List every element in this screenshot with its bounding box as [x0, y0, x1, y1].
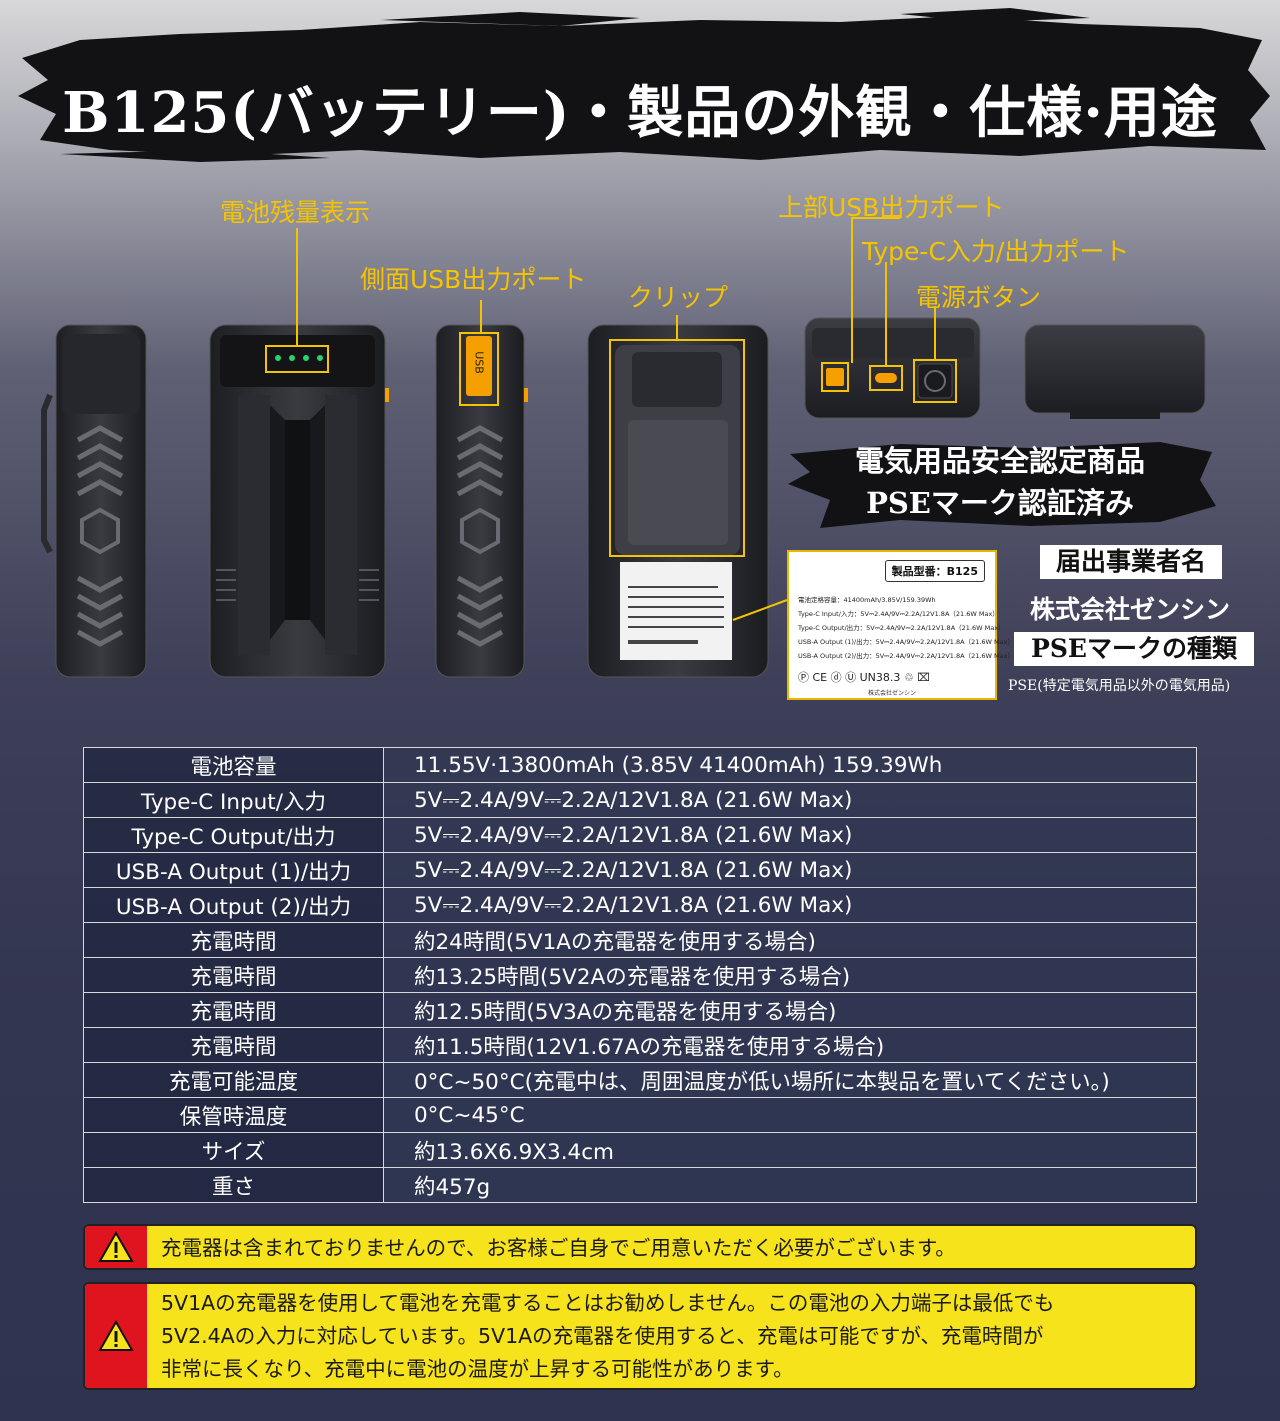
label-model-number: 製品型番：B125 [884, 560, 985, 582]
spec-key: 充電時間 [83, 957, 384, 993]
clip-highlight-box [609, 339, 745, 557]
battery-side-view-usb [435, 324, 528, 678]
pse-mark-type-detail: PSE(特定電気用品以外の電気用品) [1008, 678, 1231, 694]
led-highlight-box [265, 345, 329, 373]
warning-box-2: 5V1Aの充電器を使用して電池を充電することはお勧めしません。この電池の入力端子… [83, 1282, 1197, 1390]
spec-value: 約457g [383, 1167, 1197, 1203]
warning-icon-cell [85, 1284, 147, 1388]
spec-value: 5V⎓2.4A/9V⎓2.2A/12V1.8A (21.6W Max) [383, 817, 1197, 853]
callout-power-button: 電源ボタン [916, 283, 1042, 312]
spec-value: 約12.5時間(5V3Aの充電器を使用する場合) [383, 992, 1197, 1028]
spec-value: 5V⎓2.4A/9V⎓2.2A/12V1.8A (21.6W Max) [383, 782, 1197, 818]
spec-value: 約13.25時間(5V2Aの充電器を使用する場合) [383, 957, 1197, 993]
label-line: USB-A Output (2)/出力：5V⎓2.4A/9V⎓2.2A/12V1… [798, 652, 1014, 660]
spec-row: 充電時間約13.25時間(5V2Aの充電器を使用する場合) [83, 957, 1197, 993]
label-line: Type-C Output/出力：5V⎓2.4A/9V⎓2.2A/12V1.8A… [798, 624, 1005, 632]
spec-key: Type-C Output/出力 [83, 817, 384, 853]
spec-key: USB-A Output (2)/出力 [83, 887, 384, 923]
spec-value: 5V⎓2.4A/9V⎓2.2A/12V1.8A (21.6W Max) [383, 852, 1197, 888]
pse-brush-background [788, 442, 1216, 528]
spec-key: 電池容量 [83, 747, 384, 783]
battery-back-view [587, 324, 769, 678]
battery-top-view-ports [804, 317, 981, 419]
spec-key: 充電時間 [83, 1027, 384, 1063]
callout-clip: クリップ [628, 283, 729, 312]
warning-text-2: 5V1Aの充電器を使用して電池を充電することはお勧めしません。この電池の入力端子… [161, 1287, 1185, 1386]
pse-line2: PSEマーク認証済み [866, 486, 1134, 520]
certification-icons: Ⓟ CE ⓓ Ⓤ UN38.3 ♲ ⌧ [798, 671, 930, 684]
warning-line: 5V1Aの充電器を使用して電池を充電することはお勧めしません。この電池の入力端子… [161, 1291, 1055, 1315]
callout-type-c: Type-C入力/出力ポート [862, 237, 1130, 266]
spec-value: 0°C~50°C(充電中は、周囲温度が低い場所に本製品を置いてください。) [383, 1062, 1197, 1098]
spec-value: 0°C~45°C [383, 1097, 1197, 1133]
warning-icon [98, 1231, 134, 1262]
warning-line: 非常に長くなり、充電中に電池の温度が上昇する可能性があります。 [161, 1357, 794, 1381]
pse-line1: 電気用品安全認定商品 [854, 444, 1145, 478]
title-banner: B125(バッテリー)・製品の外観・仕様·用途 [0, 0, 1280, 175]
spec-key: 重さ [83, 1167, 384, 1203]
label-company: 株式会社ゼンシン [867, 690, 916, 697]
battery-front-view [209, 324, 389, 678]
spec-row: 重さ約457g [83, 1167, 1197, 1203]
usb-port-label: USB [472, 351, 486, 374]
spec-key: 充電可能温度 [83, 1062, 384, 1098]
spec-key: USB-A Output (1)/出力 [83, 852, 384, 888]
spec-row: サイズ約13.6X6.9X3.4cm [83, 1132, 1197, 1168]
page-title: B125(バッテリー)・製品の外観・仕様·用途 [62, 80, 1218, 146]
warning-icon [98, 1320, 134, 1351]
warning-line: 5V2.4Aの入力に対応しています。5V1Aの充電器を使用すると、充電は可能です… [161, 1324, 1044, 1348]
label-line: USB-A Output (1)/出力：5V⎓2.4A/9V⎓2.2A/12V1… [798, 638, 1014, 646]
pse-certification-title: 電気用品安全認定商品 PSEマーク認証済み [790, 440, 1210, 524]
rating-label-card: 製品型番：B125 電池定格容量：41400mAh/3.85V/159.39Wh… [787, 550, 1014, 700]
callout-top-usb: 上部USB出力ポート [778, 193, 1005, 222]
spec-key: サイズ [83, 1132, 384, 1168]
spec-key: Type-C Input/入力 [83, 782, 384, 818]
spec-row: 充電時間約12.5時間(5V3Aの充電器を使用する場合) [83, 992, 1197, 1028]
label-line: Type-C Input/入力：5V⎓2.4A/9V⎓2.2A/12V1.8A（… [798, 610, 999, 618]
spec-value: 約13.6X6.9X3.4cm [383, 1132, 1197, 1168]
spec-key: 充電時間 [83, 922, 384, 958]
spec-row: 充電時間約24時間(5V1Aの充電器を使用する場合) [83, 922, 1197, 958]
spec-value: 約11.5時間(12V1.67Aの充電器を使用する場合) [383, 1027, 1197, 1063]
brush-stroke-background [18, 8, 1270, 162]
spec-value: 約24時間(5V1Aの充電器を使用する場合) [383, 922, 1197, 958]
label-line: 電池定格容量：41400mAh/3.85V/159.39Wh [798, 596, 936, 604]
battery-side-view-clip [41, 324, 147, 678]
warning-box-1: 充電器は含まれておりませんので、お客様ご自身でご用意いただく必要がございます。 [83, 1224, 1197, 1270]
warning-icon-cell [85, 1226, 147, 1268]
notifier-company: 株式会社ゼンシン [1029, 595, 1230, 624]
pse-mark-type-label: PSEマークの種類 [1014, 632, 1254, 666]
spec-value: 5V⎓2.4A/9V⎓2.2A/12V1.8A (21.6W Max) [383, 887, 1197, 923]
callout-battery-indicator: 電池残量表示 [220, 198, 371, 227]
callout-side-usb: 側面USB出力ポート [360, 265, 587, 294]
spec-key: 充電時間 [83, 992, 384, 1028]
warning-text-1: 充電器は含まれておりませんので、お客様ご自身でご用意いただく必要がございます。 [161, 1236, 956, 1260]
battery-top-view-back [1024, 324, 1206, 419]
spec-key: 保管時温度 [83, 1097, 384, 1133]
spec-value: 11.55V·13800mAh (3.85V 41400mAh) 159.39W… [383, 747, 1197, 783]
notifier-label: 届出事業者名 [1040, 545, 1222, 579]
spec-row: 充電時間約11.5時間(12V1.67Aの充電器を使用する場合) [83, 1027, 1197, 1063]
